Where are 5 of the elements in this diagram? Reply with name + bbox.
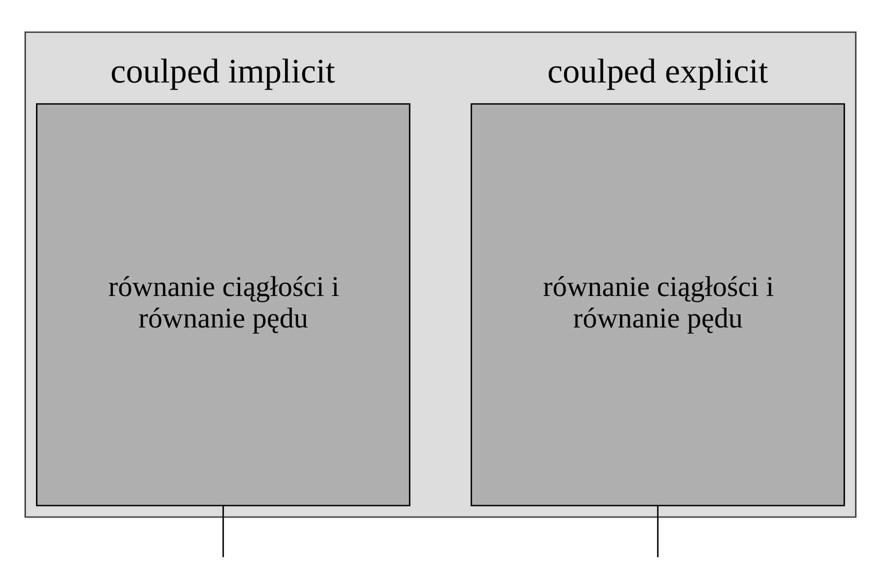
node-label: coulped explicit (547, 52, 768, 91)
connector (222, 506, 224, 558)
cluster (24, 32, 856, 518)
node-label: coulped implicit (110, 52, 336, 91)
connector (657, 506, 659, 558)
